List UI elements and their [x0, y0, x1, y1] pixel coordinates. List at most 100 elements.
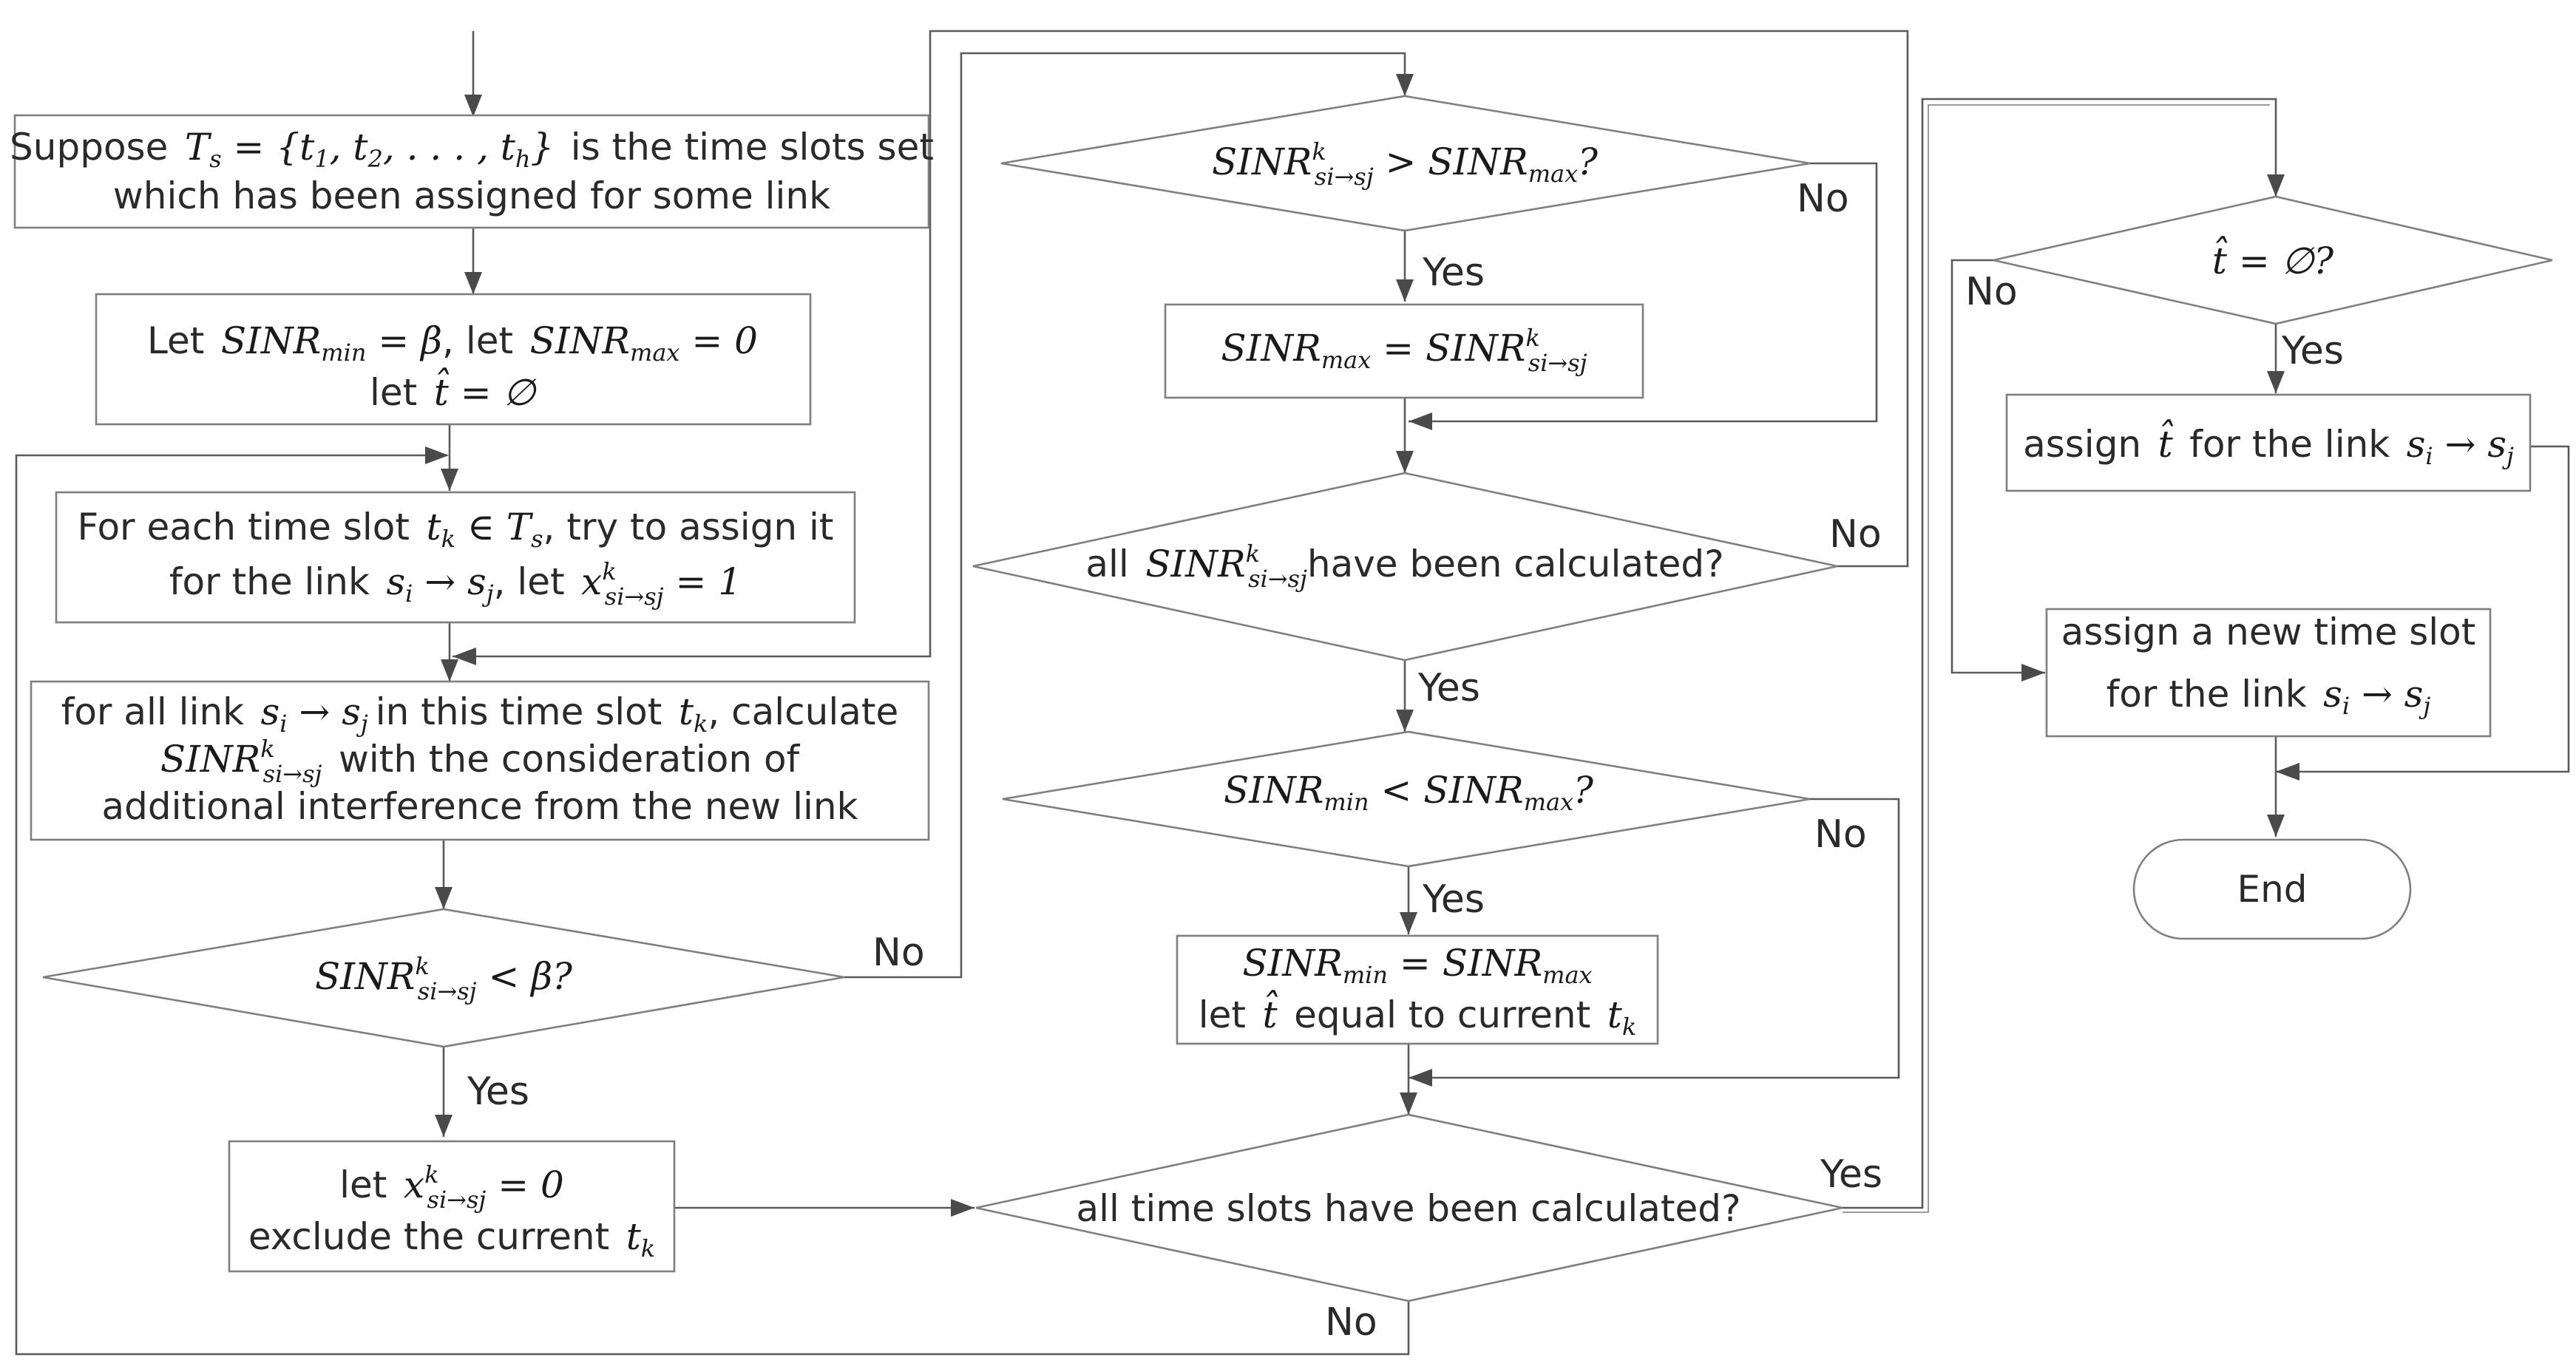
label-allslots-no: No: [1325, 1300, 1377, 1345]
edge-checkminmax-no-to-merge: [1409, 798, 1900, 1079]
arrowhead: [1396, 710, 1414, 732]
arrowhead: [441, 469, 458, 491]
calc-line3: additional interference from the new lin…: [102, 785, 858, 828]
node-all-slots: all time slots have been calculated?: [975, 1113, 1843, 1302]
checkempty-math: t̂ = ∅?: [2212, 235, 2334, 282]
allslots-text: all time slots have been calculated?: [1076, 1187, 1741, 1230]
arrowhead: [2267, 371, 2285, 393]
init-let-t: let: [370, 371, 417, 414]
arrowhead: [1400, 1093, 1417, 1115]
label-checkmax-yes: Yes: [1422, 251, 1485, 295]
arrowhead: [951, 1199, 975, 1217]
calc-line1-post: , calculate: [708, 690, 898, 733]
svg-text:For each time slot tk ∈: For each time slot tk ∈ Ts, try to assig…: [77, 506, 833, 553]
foreach-line1-post: , try to assign it: [543, 506, 834, 548]
node-check-empty: t̂ = ∅?: [1993, 195, 2553, 325]
calc-line2-post: with the consideration of: [339, 738, 801, 781]
node-end: End: [2132, 838, 2412, 940]
arrowheads: [425, 74, 2299, 1217]
arrowhead: [1396, 279, 1414, 302]
arrowhead: [2276, 763, 2299, 781]
node-init: Let SINRmin = β, let SINRmax = 0 let t̂ …: [95, 293, 812, 426]
init-let-a: Let: [147, 319, 204, 362]
arrowhead: [2267, 174, 2285, 197]
edge-loop-back-to-foreach: [15, 454, 1410, 1356]
node-for-each: For each time slot tk ∈ Ts, try to assig…: [55, 491, 856, 624]
init-let-b: , let: [442, 319, 513, 362]
label-checkminmax-no: No: [1814, 812, 1867, 857]
assignt-mid: for the link: [2189, 423, 2390, 466]
edge-allsinr-no-to-calc: [453, 30, 1909, 658]
edge-allslots-yes-to-checkempty: [1843, 98, 2277, 1209]
edge-checkempty-no-to-assignnew: [1950, 259, 2045, 674]
node-set-min: SINRmin = SINRmax let t̂ equal to curren…: [1176, 934, 1659, 1045]
arrowhead: [453, 648, 476, 665]
label-checkbeta-yes: Yes: [467, 1070, 529, 1114]
svg-text:SINRmin = SINRmax: SINRmin = SINRmax: [1242, 942, 1592, 989]
arrowhead: [1400, 912, 1417, 934]
setmin-line2-pre: let: [1199, 993, 1246, 1036]
arrowhead: [1396, 74, 1414, 96]
suppose-line1-post: is the time slots set: [571, 126, 934, 169]
edge-assignt-to-end: [2276, 445, 2570, 773]
label-checkmax-no: No: [1797, 177, 1849, 221]
label-checkempty-yes: Yes: [2281, 329, 2344, 373]
edge-allslots-yes-double: [1843, 104, 2270, 1213]
calc-line1-pre: for all link: [61, 690, 244, 733]
svg-text:let t̂ equal to cu: let t̂ equal to current tk: [1199, 989, 1636, 1041]
init-t-empty: t̂ = ∅: [434, 367, 538, 414]
arrowhead: [1409, 1069, 1432, 1087]
label-allsinr-no: No: [1829, 512, 1882, 557]
svg-text:let t̂ = ∅: let t̂ = ∅: [370, 367, 538, 414]
svg-text:Suppose Ts = {t1, t2, .: Suppose Ts = {t1, t2, . . . , th} is the…: [10, 126, 934, 173]
edge-labels: No Yes No Yes No Yes No Yes Yes No No Ye…: [467, 177, 2344, 1345]
arrowhead: [435, 1115, 453, 1137]
allsinr-post: have been calculated?: [1307, 543, 1724, 585]
suppose-line2: which has been assigned for some link: [113, 174, 830, 217]
arrowhead: [2267, 815, 2285, 837]
svg-text:exclude the current tk: exclude the current tk: [248, 1215, 655, 1263]
node-suppose: Suppose Ts = {t1, t2, . . . , th} is the…: [10, 114, 934, 229]
foreach-line2-mid: , let: [494, 560, 565, 603]
arrowhead: [425, 446, 449, 464]
suppose-line1-pre: Suppose: [10, 126, 168, 169]
allsinr-pre: all: [1085, 543, 1128, 585]
arrowhead: [1396, 451, 1414, 473]
node-check-min-max: SINRmin < SINRmax?: [1002, 730, 1811, 868]
assignnew-line1: assign a new time slot: [2061, 611, 2476, 653]
label-allsinr-yes: Yes: [1417, 666, 1480, 710]
node-assign-t: assign t̂ for the link si → sj: [2005, 393, 2532, 492]
setmin-line2-mid: equal to current: [1294, 993, 1590, 1036]
arrowhead: [464, 272, 482, 294]
edge-beta-no-to-checkmax: [844, 52, 1406, 979]
label-allslots-yes: Yes: [1820, 1152, 1882, 1197]
svg-text:assign t̂ for the: assign t̂ for the link si → sj: [2023, 418, 2514, 470]
assignnew-line2-pre: for the link: [2106, 673, 2307, 716]
end-text: End: [2237, 868, 2307, 911]
label-checkminmax-yes: Yes: [1422, 877, 1485, 922]
svg-text:for the link si → sj: for the link si → sj: [2106, 673, 2431, 720]
setmin-t-hat: t̂: [1263, 989, 1278, 1036]
exclude-line2-pre: exclude the current: [248, 1215, 609, 1258]
arrowhead: [441, 659, 458, 682]
svg-text:Let SINRmin = β, let: Let SINRmin = β, let SINRmax = 0: [147, 319, 758, 367]
label-checkbeta-no: No: [872, 931, 925, 975]
edge-checkmax-no-to-merge: [1409, 162, 1878, 423]
arrowhead: [464, 95, 482, 117]
arrowhead: [435, 887, 453, 909]
assignt-t-hat: t̂: [2158, 418, 2174, 466]
assignt-pre: assign: [2023, 423, 2141, 466]
